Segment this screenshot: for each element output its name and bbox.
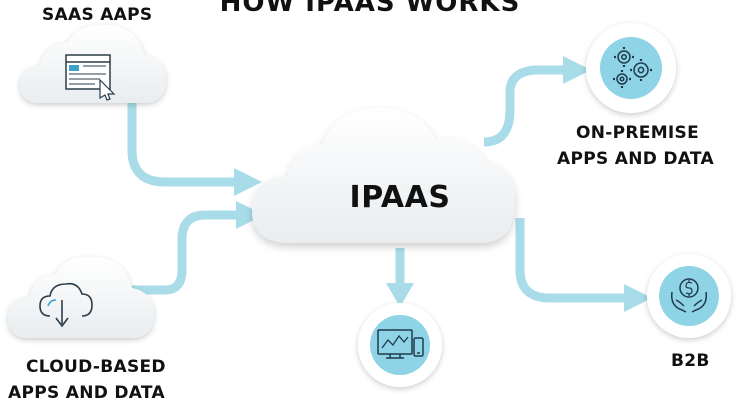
cloud-download-icon [39,282,93,328]
arrowhead-analytics [386,283,414,307]
on-premise-label-line1: ON-PREMISE [576,123,699,143]
cloud-based-label-line2: APPS AND DATA [8,383,165,403]
arrow-saas-to-ipaas [127,102,236,187]
ipaas-cloud [252,108,515,243]
ipaas-label: IPAAS [349,180,451,215]
arrow-heads [234,56,652,312]
money-hands-icon [670,278,708,313]
b2b-label: B2B [671,351,710,371]
arrow-ipaas-to-onpremise [483,65,565,147]
arrowhead-b2b [624,284,652,312]
arrow-cloud-to-ipaas [130,210,238,295]
analytics-circle [358,303,442,387]
on-premise-label-line2: APPS AND DATA [557,149,714,169]
arrowhead-saas [234,168,262,196]
arrowhead-onpremise [563,56,591,84]
analytics-devices-icon [377,329,424,359]
on-premise-circle [586,23,676,113]
arrow-ipaas-to-b2b [515,218,626,303]
gears-icon [613,47,652,88]
flow-arrows [127,65,626,303]
browser-window-icon [65,54,116,101]
cloud-based-cloud [8,256,154,338]
diagram-title: HOW IPAAS WORKS [219,0,521,18]
cloud-based-label-line1: CLOUD-BASED [26,357,166,377]
saas-label: SAAS AAPS [42,5,153,25]
arrowhead-cloud [236,201,264,229]
